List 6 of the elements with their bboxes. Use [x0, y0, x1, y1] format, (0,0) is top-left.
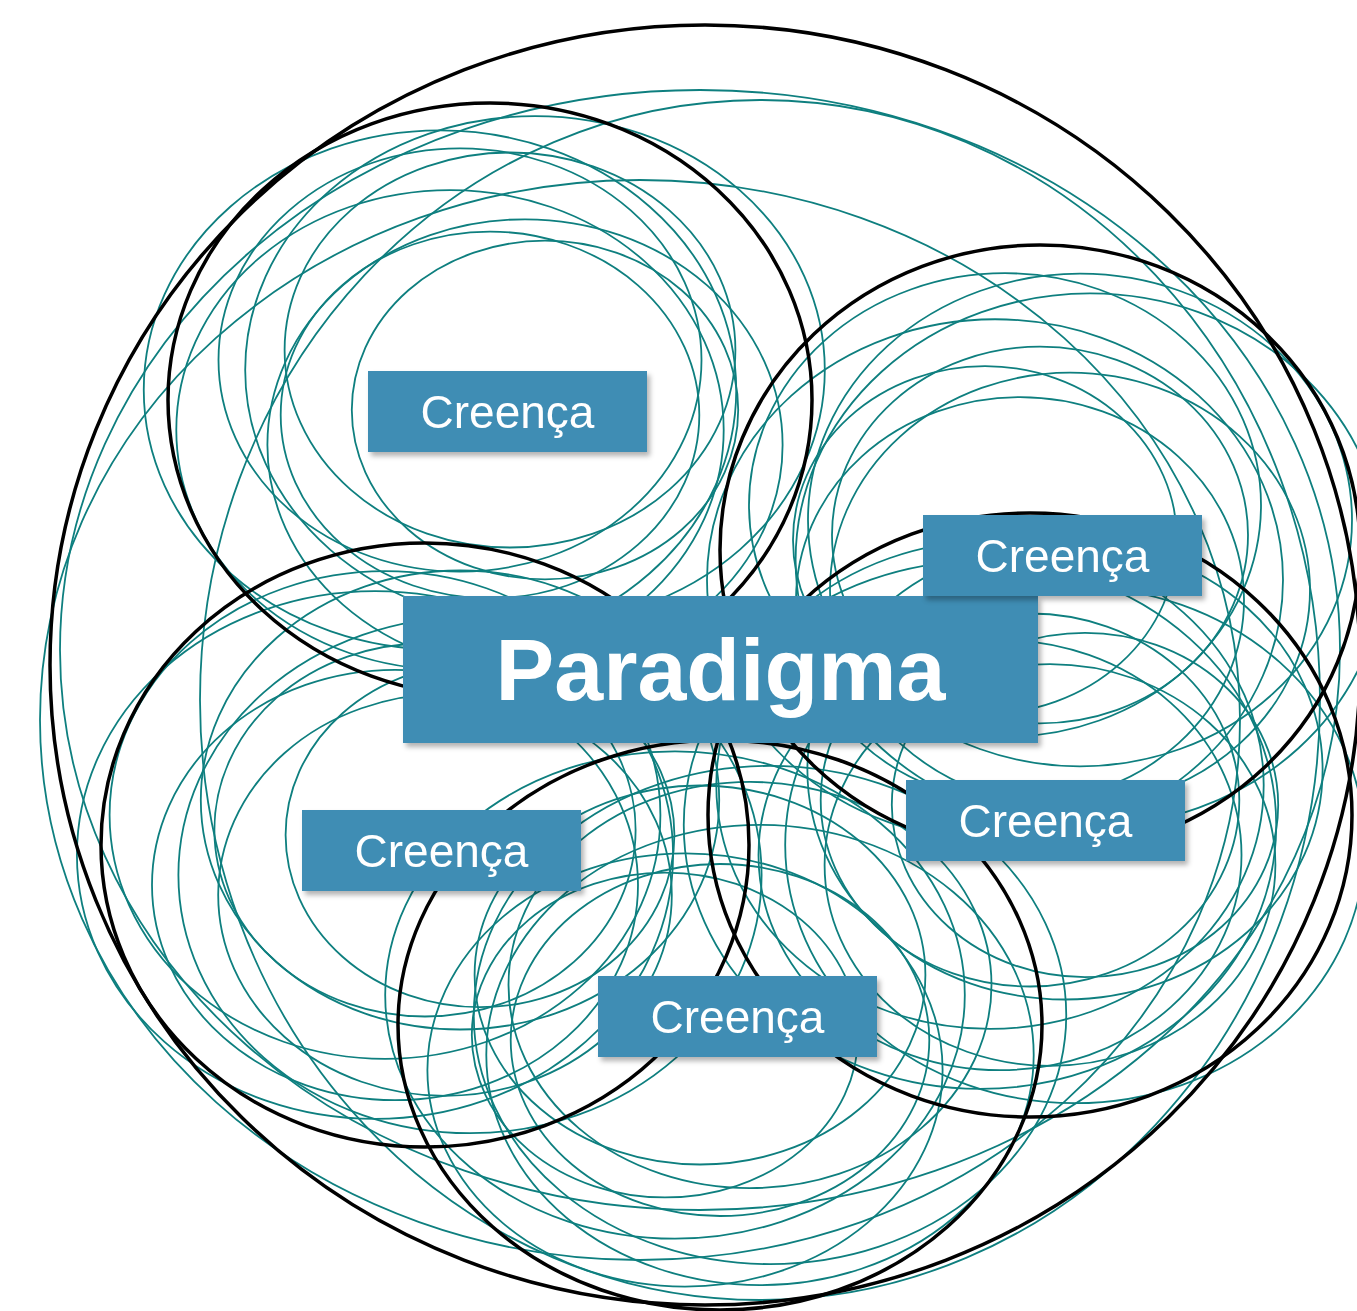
title-label: Paradigma [403, 596, 1038, 743]
belief-label: Creença [906, 780, 1185, 861]
belief-label: Creença [302, 810, 581, 891]
belief-label: Creença [598, 976, 877, 1057]
belief-label: Creença [923, 515, 1202, 596]
belief-label: Creença [368, 371, 647, 452]
